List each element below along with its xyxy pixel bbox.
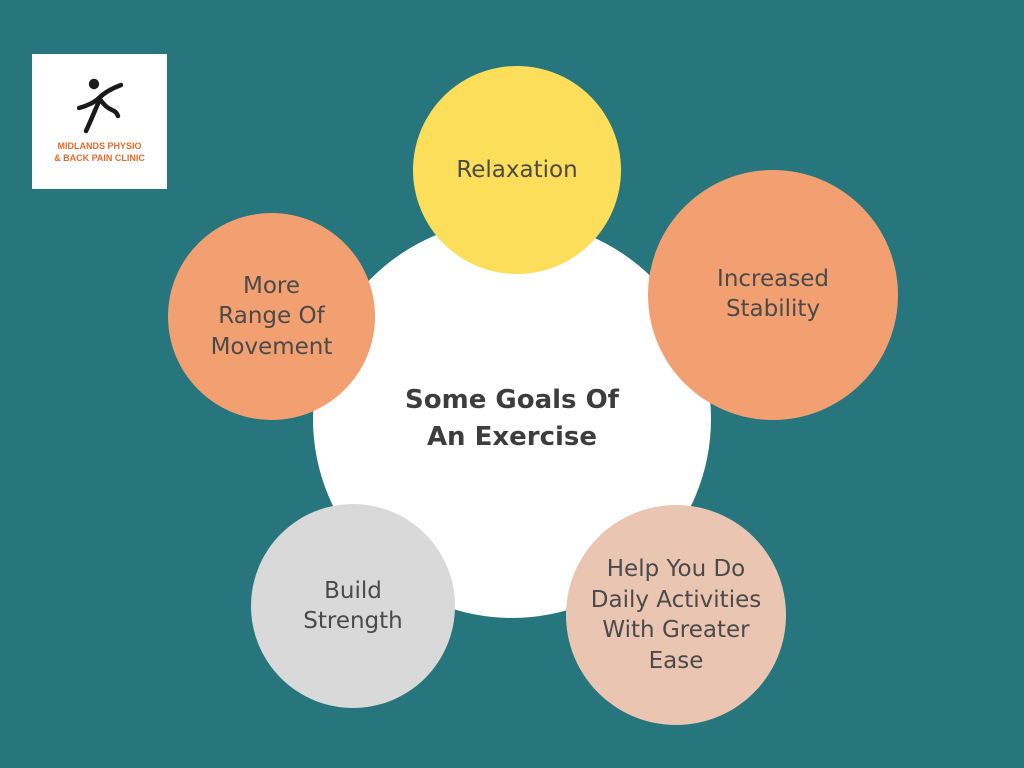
- goal-circle-relaxation: Relaxation: [413, 66, 621, 274]
- goal-circle-daily-activities: Help You Do Daily Activities With Greate…: [566, 505, 786, 725]
- goal-circle-range-of-movement: More Range Of Movement: [168, 213, 375, 420]
- running-figure-icon: [77, 78, 123, 134]
- goal-label-strength: Build Strength: [303, 577, 403, 635]
- goal-label-relaxation: Relaxation: [456, 156, 578, 183]
- clinic-name-line-1: MIDLANDS PHYSIO: [57, 141, 142, 151]
- clinic-name-line-2: & BACK PAIN CLINIC: [54, 153, 145, 163]
- goal-label-daily-activities: Help You Do Daily Activities With Greate…: [590, 556, 762, 674]
- goal-circle-stability: Increased Stability: [648, 170, 898, 420]
- goal-label-stability: Increased Stability: [717, 265, 829, 323]
- clinic-logo: MIDLANDS PHYSIO & BACK PAIN CLINIC: [32, 54, 167, 189]
- clinic-name: MIDLANDS PHYSIO & BACK PAIN CLINIC: [32, 140, 167, 164]
- diagram-title: Some Goals Of An Exercise: [405, 385, 619, 452]
- goal-circle-strength: Build Strength: [251, 504, 455, 708]
- goal-label-range-of-movement: More Range Of Movement: [210, 272, 333, 360]
